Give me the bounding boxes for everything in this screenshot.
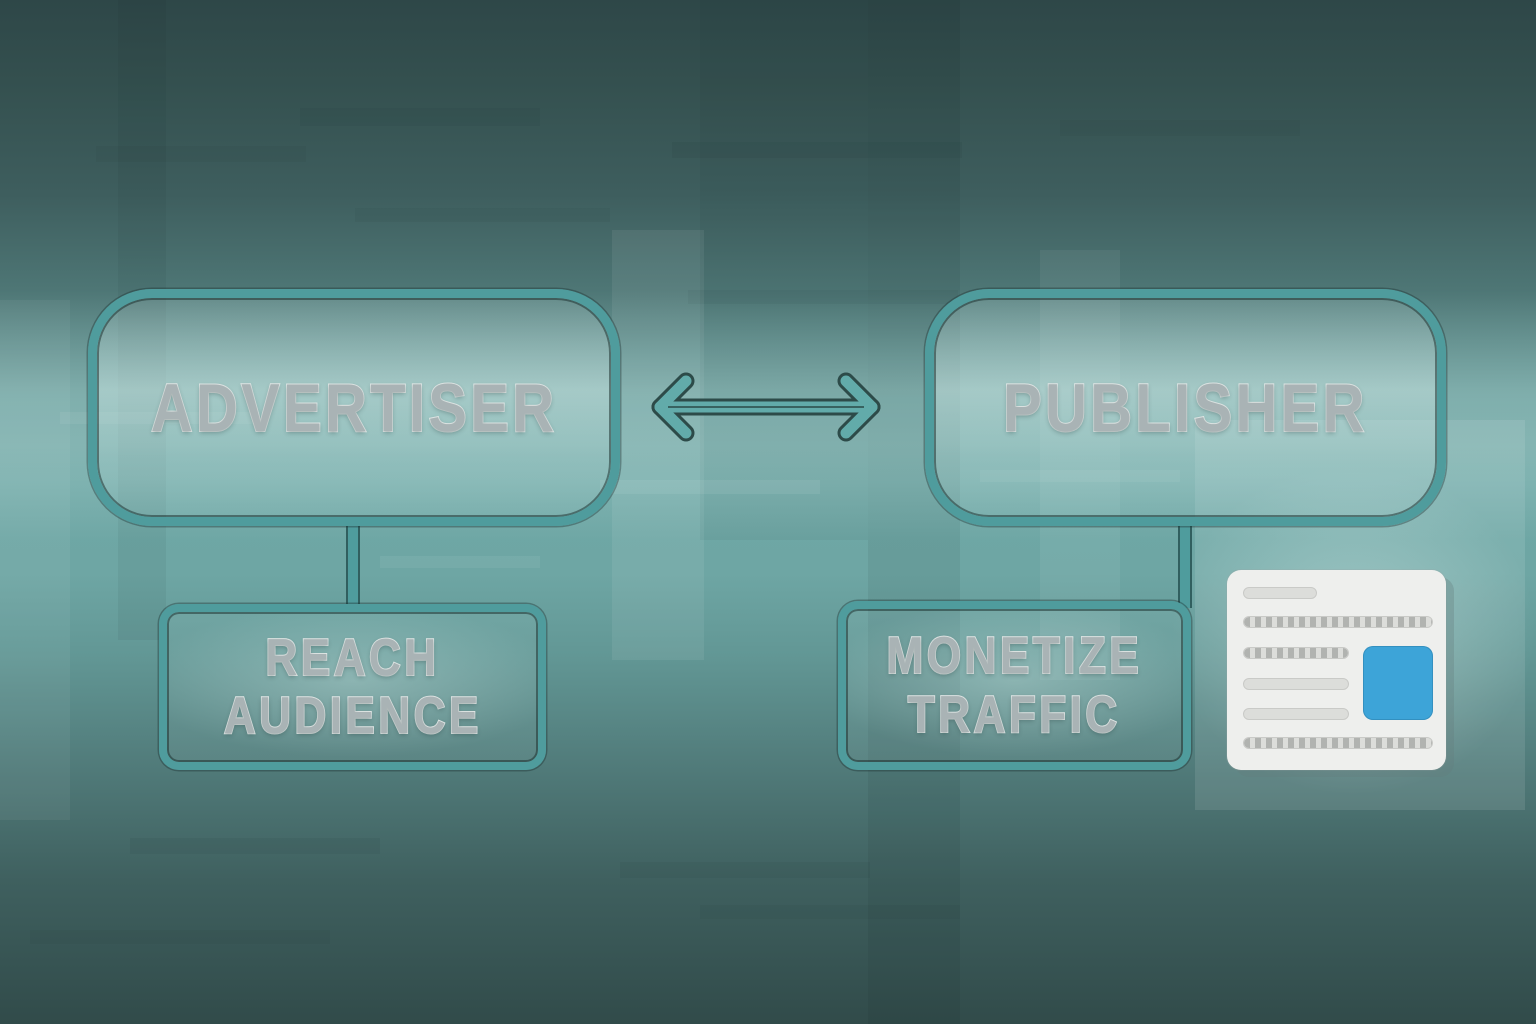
news-article-icon <box>1227 570 1446 770</box>
texture-streak <box>672 142 962 158</box>
texture-streak <box>96 146 306 162</box>
texture-streak <box>355 208 610 222</box>
texture-band <box>0 300 70 820</box>
connector-publisher-monetize <box>1178 522 1192 608</box>
node-reach-audience: REACH AUDIENCE <box>159 604 546 770</box>
texture-band <box>612 230 704 660</box>
article-title-bar <box>1243 587 1317 599</box>
connector-advertiser-reach <box>346 522 360 610</box>
texture-band <box>700 0 868 540</box>
article-text-line <box>1243 616 1433 628</box>
texture-streak <box>300 108 540 126</box>
monetize-traffic-line2: TRAFFIC <box>907 684 1121 744</box>
article-text-line <box>1243 647 1349 659</box>
texture-streak <box>700 905 960 919</box>
node-advertiser: ADVERTISER <box>88 289 620 526</box>
node-advertiser-label: ADVERTISER <box>150 369 558 447</box>
monetize-traffic-line1: MONETIZE <box>886 626 1143 686</box>
texture-streak <box>380 556 540 568</box>
reach-audience-line1: REACH <box>265 628 440 688</box>
texture-streak <box>30 930 330 944</box>
node-publisher-label: PUBLISHER <box>1002 369 1368 447</box>
article-image-block <box>1363 646 1433 720</box>
texture-streak <box>600 480 820 494</box>
node-publisher: PUBLISHER <box>925 289 1446 526</box>
texture-band <box>868 0 960 1024</box>
node-monetize-traffic: MONETIZE TRAFFIC <box>838 601 1191 770</box>
reach-audience-line2: AUDIENCE <box>223 686 482 746</box>
texture-streak <box>130 838 380 854</box>
article-text-line <box>1243 678 1349 690</box>
bidirectional-arrow-icon <box>651 372 881 442</box>
texture-streak <box>620 862 870 878</box>
article-text-line <box>1243 708 1349 720</box>
article-text-line <box>1243 737 1433 749</box>
texture-streak <box>688 290 958 304</box>
texture-streak <box>1060 120 1300 136</box>
